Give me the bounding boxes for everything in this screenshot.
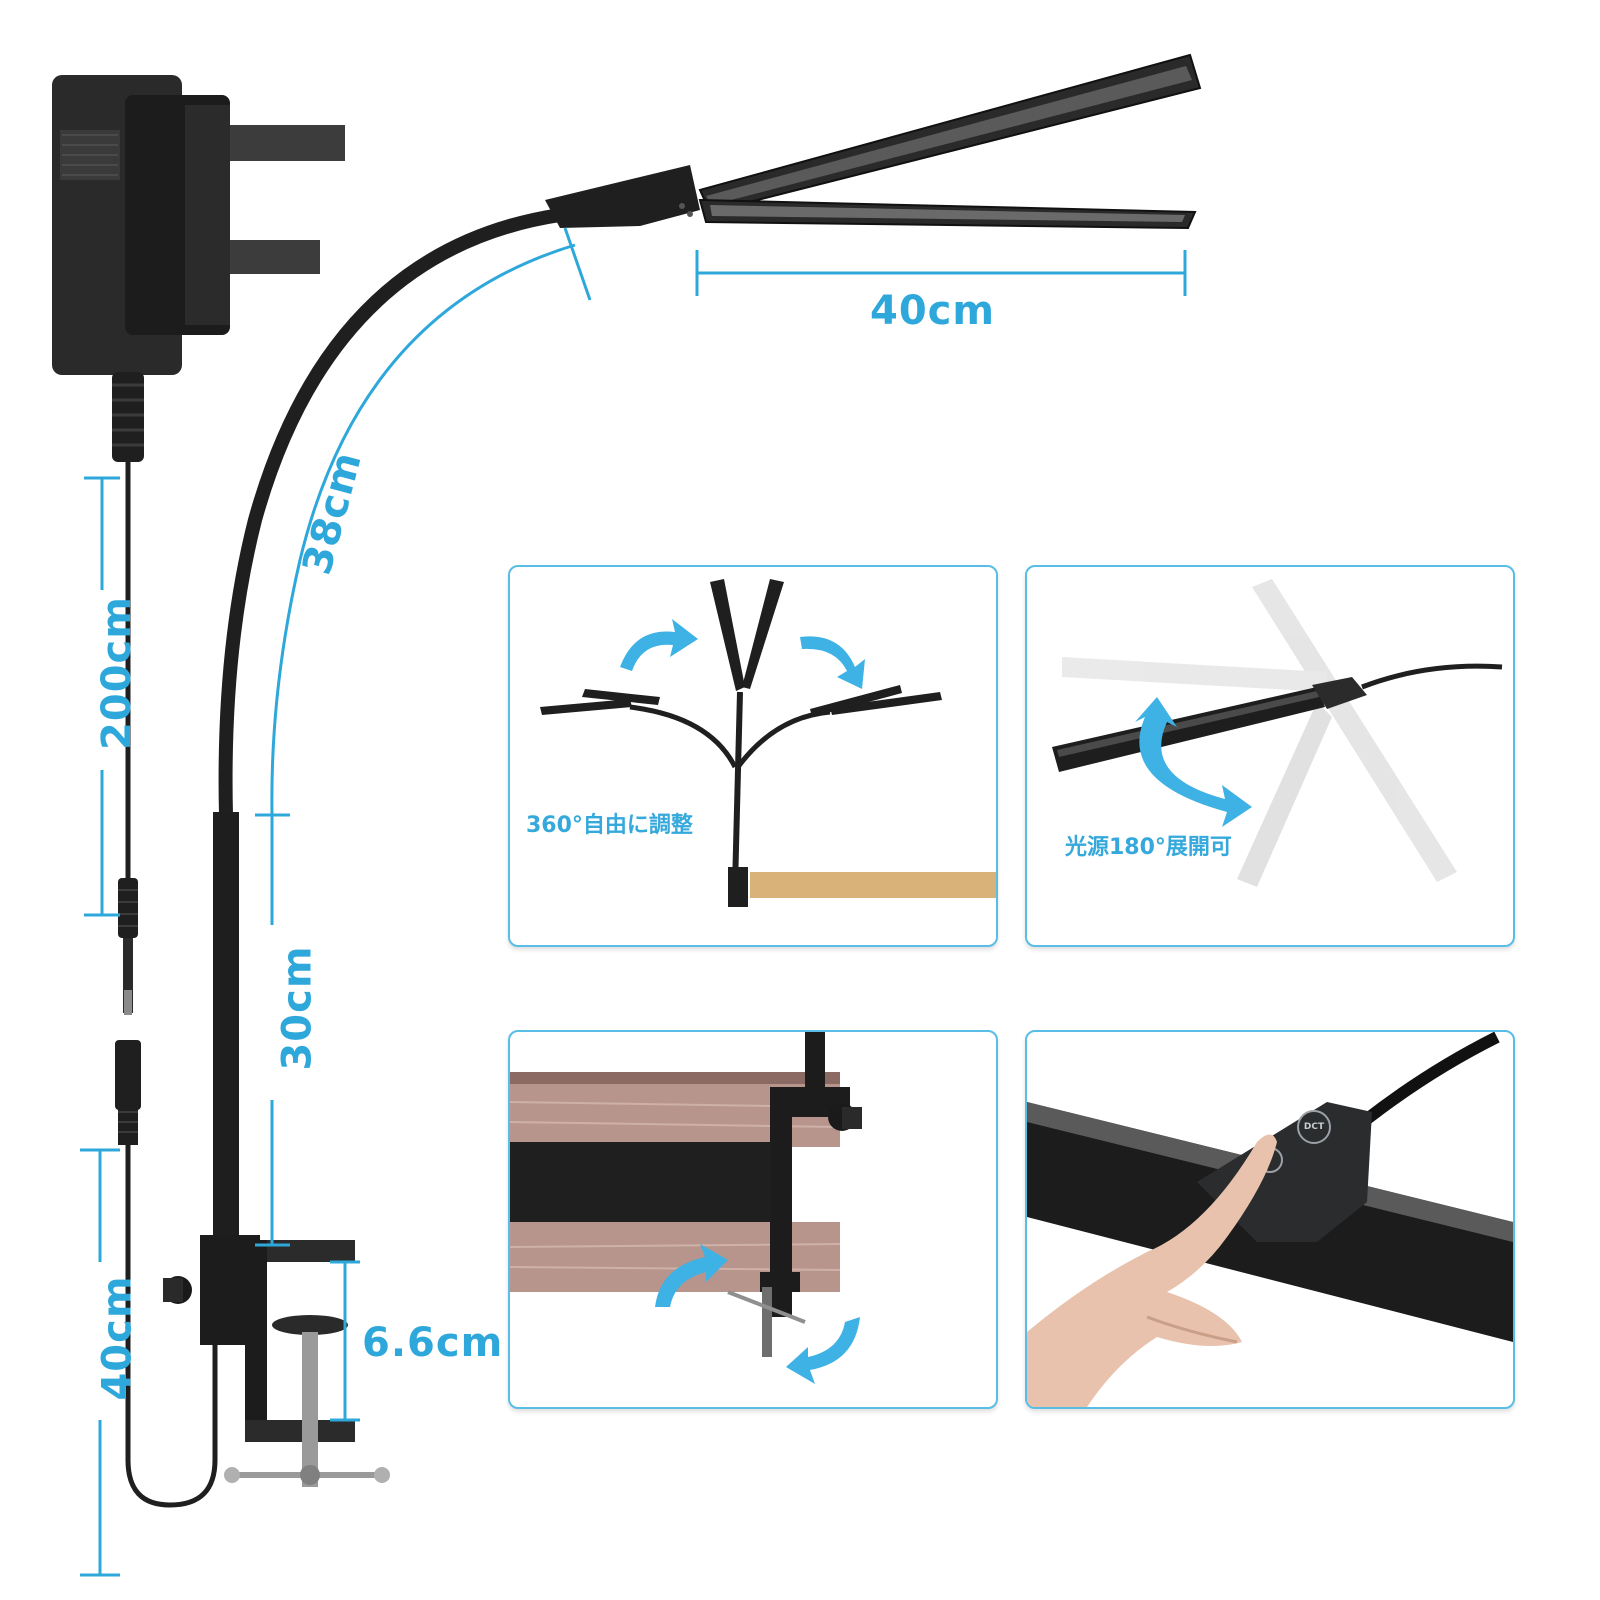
panel-touch: DCT xyxy=(1025,1030,1515,1409)
ghost-lamp-positions xyxy=(1062,579,1457,887)
gooseneck-icon xyxy=(218,208,567,822)
desk-clamp-icon xyxy=(163,1235,390,1487)
lamp-head-icon xyxy=(545,53,1202,230)
extension-cable-label: 40cm xyxy=(94,1275,141,1401)
pole-length-label: 30cm xyxy=(274,945,321,1071)
rotation-arrow-icon xyxy=(620,619,865,689)
lamp-variants-illustration xyxy=(540,579,996,907)
fold-caption: 光源180°展開可 xyxy=(1065,835,1232,860)
uk-plug-adapter-icon xyxy=(52,75,345,462)
cable-length-label: 200cm xyxy=(93,596,140,750)
clamp-closeup-icon xyxy=(727,1032,862,1357)
power-cable xyxy=(115,460,218,1508)
finger-icon xyxy=(1027,1134,1277,1407)
panel-rotation: 360°自由に調整 xyxy=(508,565,998,947)
lamp-pole xyxy=(213,812,239,1252)
clamp-opening-label: 6.6cm xyxy=(362,1320,504,1366)
dimension-lines xyxy=(80,227,1187,1577)
rotation-caption: 360°自由に調整 xyxy=(526,813,693,838)
rotation-arrow-icon xyxy=(655,1244,860,1384)
arm-width-label: 40cm xyxy=(870,288,996,334)
fold-arrow-icon xyxy=(1135,697,1252,827)
lamp-head-fold-icon xyxy=(1052,663,1503,772)
panel-fold: 光源180°展開可 xyxy=(1025,565,1515,947)
touch-key-dct: DCT xyxy=(1297,1110,1331,1144)
panel-clamp xyxy=(508,1030,998,1409)
